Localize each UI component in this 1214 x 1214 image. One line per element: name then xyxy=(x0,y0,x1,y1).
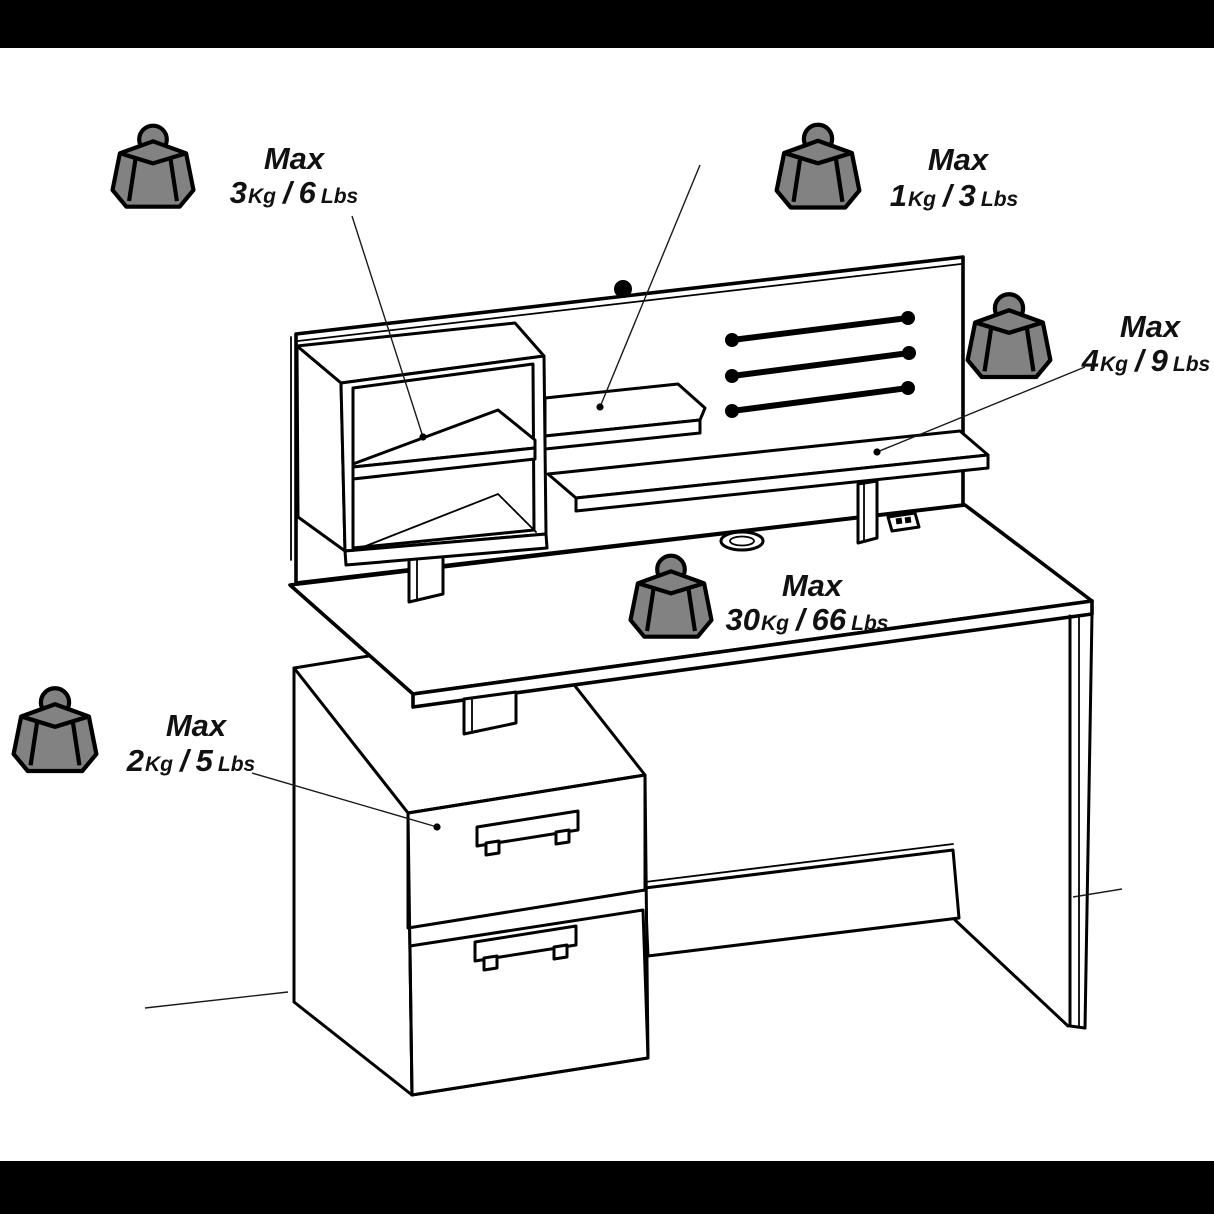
side-panel xyxy=(953,612,1094,1030)
desk-illustration xyxy=(288,255,1094,1097)
cube-shelf-unit xyxy=(295,321,549,567)
door-handle xyxy=(473,924,578,972)
back-panel-top-thickness xyxy=(297,263,962,342)
right-shelf-bracket xyxy=(856,479,879,545)
letterbox-bottom xyxy=(0,1161,1214,1214)
side-panel-front-edge xyxy=(1083,612,1094,1030)
long-shelf-edge xyxy=(574,453,990,513)
side-panel-bottom-cap xyxy=(1068,1024,1087,1030)
label-title: Max xyxy=(1120,309,1182,344)
cube-middle-shelf-edge xyxy=(351,446,537,481)
leader-cube-shelf xyxy=(351,215,424,438)
leader-floating-shelf xyxy=(599,164,701,408)
rail-1 xyxy=(729,315,911,343)
leader-pedestal-base xyxy=(144,991,289,1009)
top-drawer xyxy=(406,773,647,930)
hutch-long-shelf xyxy=(546,429,990,513)
leader-lines xyxy=(144,164,1123,1009)
cable-grommet xyxy=(719,530,765,552)
side-panel-bottom-edge xyxy=(953,918,1070,1028)
desktop-bracket xyxy=(462,690,518,736)
hutch-rails xyxy=(725,311,916,418)
drawer-handle xyxy=(475,809,580,857)
panel-knob xyxy=(614,280,632,298)
leader-side-panel xyxy=(1072,888,1123,898)
rail-2 xyxy=(729,350,912,379)
rail-3 xyxy=(729,385,911,414)
label-title: Max xyxy=(166,708,228,743)
cube-bottom-edge xyxy=(343,532,549,567)
leader-long-shelf xyxy=(876,366,1086,453)
letterbox-top xyxy=(0,0,1214,48)
label-title: Max xyxy=(264,141,326,176)
label-title: Max xyxy=(782,568,844,603)
power-outlet-icon xyxy=(886,511,921,533)
modesty-panel-top-thickness xyxy=(644,843,954,883)
leader-drawer xyxy=(251,772,438,828)
cabinet-door xyxy=(408,908,650,1097)
cube-bottom-interior xyxy=(352,492,537,552)
label-title: Max xyxy=(928,142,990,177)
